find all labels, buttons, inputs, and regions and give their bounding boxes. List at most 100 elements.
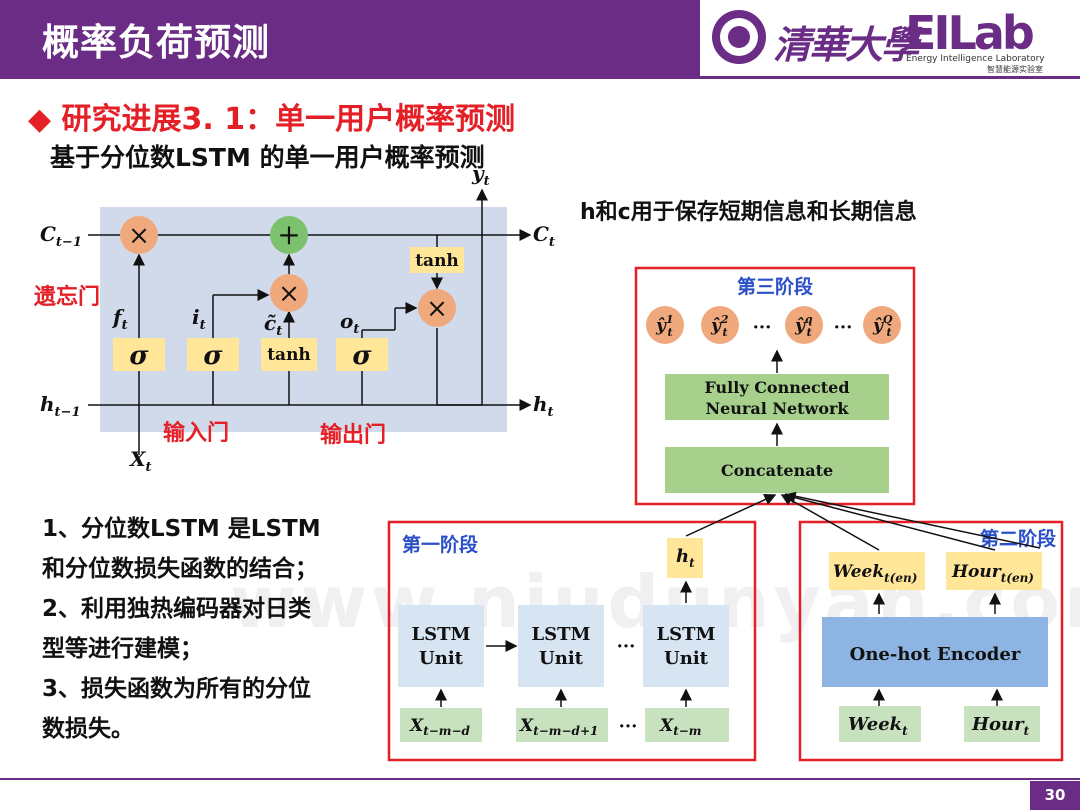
stage2-frame — [798, 520, 1064, 762]
seal-core — [728, 26, 750, 48]
stage1-frame — [387, 520, 757, 762]
x-input-label: Xt — [128, 447, 152, 475]
fully-connected-box — [665, 374, 889, 420]
note-line: 和分位数损失函数的结合； — [42, 556, 318, 582]
hc-caption: h和c用于保存短期信息和长期信息 — [580, 200, 917, 225]
notes-block: 1、分位数LSTM 是LSTM 和分位数损失函数的结合； 2、利用独热编码器对日… — [42, 509, 360, 749]
forget-gate-caption: 遗忘门 — [33, 284, 100, 310]
op-times-label: × — [426, 294, 448, 324]
input-x-box — [400, 708, 482, 742]
quantile-output-node — [701, 306, 739, 344]
concatenate-box — [665, 447, 889, 493]
hour-encoded-label: Hourt(en) — [951, 562, 1034, 585]
university-name-logo: 清華大學 — [773, 22, 919, 67]
concatenate-label: Concatenate — [721, 461, 833, 480]
note-line: 型等进行建模； — [42, 636, 203, 662]
ellipsis: ··· — [834, 317, 853, 338]
input-x-box — [516, 708, 608, 742]
forget-multiply-op — [120, 216, 158, 254]
lstm-unit-line1: LSTM — [412, 624, 471, 645]
lstm-unit-line2: Unit — [664, 648, 709, 669]
sigma-label: σ — [352, 341, 372, 371]
note-line: 1、分位数LSTM 是LSTM — [42, 516, 321, 542]
output-gate-caption: 输出门 — [320, 422, 386, 448]
sigma-label: σ — [129, 341, 149, 371]
slide-title: 概率负荷预测 — [42, 21, 270, 64]
forget-sigma-box — [113, 338, 165, 371]
stage2-title: 第二阶段 — [980, 527, 1057, 550]
lstm-unit-line1: LSTM — [657, 624, 716, 645]
input-multiply-op — [270, 274, 308, 312]
c-next-label: Ct — [533, 222, 555, 250]
input-x-label: Xt−m−d+1 — [519, 716, 598, 738]
op-times-label: × — [128, 221, 150, 251]
h-output-box — [667, 538, 703, 578]
header-band — [0, 0, 700, 76]
c-tilde-label: c̃t — [264, 311, 282, 339]
quantile-output-node — [863, 306, 901, 344]
lstm-unit-line1: LSTM — [532, 624, 591, 645]
op-plus-label: + — [277, 218, 300, 251]
one-hot-encoder-box — [822, 617, 1048, 687]
lstm-unit-box — [643, 605, 729, 687]
op-times-label: × — [278, 279, 300, 309]
i-gate-label: it — [192, 305, 206, 333]
page-number: 30 — [1030, 781, 1080, 810]
fc-line1: Fully Connected — [704, 378, 849, 397]
input-gate-caption: 输入门 — [163, 420, 229, 446]
output-sigma-box — [336, 338, 388, 371]
input-x-box — [645, 708, 729, 742]
one-hot-encoder-label: One-hot Encoder — [850, 644, 1021, 665]
lstm-unit-line2: Unit — [419, 648, 464, 669]
ellipsis: ··· — [753, 317, 772, 338]
note-line: 3、损失函数为所有的分位 — [42, 676, 312, 702]
o-gate-label: ot — [340, 309, 359, 337]
week-input-box — [839, 706, 921, 742]
week-encoded-label: Weekt(en) — [833, 562, 917, 585]
input-sigma-box — [187, 338, 239, 371]
lstm-unit-box — [518, 605, 604, 687]
fc-line2: Neural Network — [705, 399, 849, 418]
eilab-logo: EILab — [905, 6, 1035, 60]
cell-add-op — [270, 216, 308, 254]
quantile-output-node — [646, 306, 684, 344]
lstm-unit-box — [398, 605, 484, 687]
lab-subtitle-cn: 智慧能源实验室 — [987, 65, 1043, 74]
candidate-tanh-box — [261, 338, 317, 371]
footer-divider — [0, 778, 1080, 780]
input-x-label: Xt−m−d — [409, 716, 471, 738]
output-multiply-op — [418, 289, 456, 327]
tanh-label: tanh — [267, 345, 311, 365]
hour-input-box — [964, 706, 1040, 742]
note-line: 数损失。 — [42, 716, 134, 742]
tanh-output-box — [410, 247, 464, 273]
y-output-label: yt — [471, 161, 490, 189]
note-line: 2、利用独热编码器对日类 — [42, 596, 312, 622]
sigma-label: σ — [203, 341, 223, 371]
lstm-unit-line2: Unit — [539, 648, 584, 669]
lab-subtitle: Energy Intelligence Laboratory — [906, 54, 1045, 64]
input-x-label: Xt−m — [659, 716, 702, 738]
c-prev-label: Ct−1 — [40, 222, 82, 250]
h-next-label: ht — [533, 392, 554, 420]
lstm-cell-diagram: × + × × tanh σ σ tanh σ Ct−1 Ct ht−1 ht … — [33, 161, 555, 475]
hour-input-label: Hourt — [971, 714, 1030, 738]
stage3-title: 第三阶段 — [737, 275, 814, 298]
section-subheading: 基于分位数LSTM 的单一用户概率预测 — [50, 143, 485, 172]
h-prev-label: ht−1 — [40, 392, 81, 420]
quantile-output-node — [785, 306, 823, 344]
ellipsis: ··· — [619, 716, 638, 737]
hour-encoded-box — [946, 552, 1042, 590]
section-heading: ◆ 研究进展3. 1：单一用户概率预测 — [28, 102, 516, 137]
f-gate-label: ft — [111, 305, 128, 333]
week-input-label: Weekt — [848, 714, 908, 738]
week-encoded-box — [829, 552, 925, 590]
ellipsis: ··· — [617, 636, 636, 657]
stage1-title: 第一阶段 — [402, 533, 479, 556]
tanh-label: tanh — [415, 251, 459, 271]
